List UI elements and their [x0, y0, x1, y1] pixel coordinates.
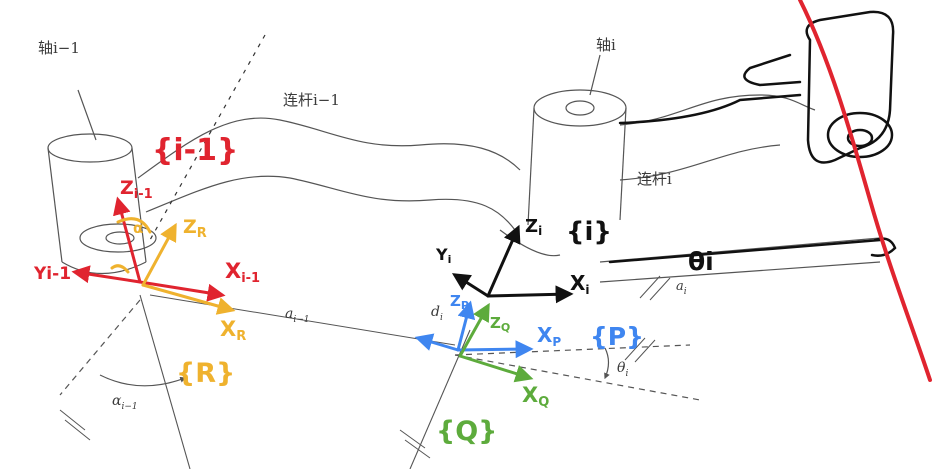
z-P-label: ZP	[450, 292, 469, 312]
y-i-label: Yi	[435, 245, 451, 266]
alpha-arc	[99, 374, 187, 387]
x-i-label: Xi	[570, 271, 590, 297]
axis-prev-label: 轴i−1	[38, 39, 80, 57]
red-axis-line	[798, 0, 932, 382]
link-curr-label: 连杆i	[637, 170, 672, 188]
hand-sketch-joint	[608, 10, 897, 264]
link-curr-body	[619, 94, 816, 126]
z-prev-label: Zi-1	[120, 177, 153, 202]
axis-curr-line	[589, 54, 601, 96]
frame-Q-axes	[458, 302, 534, 383]
frame-Q-label: {Q}	[436, 416, 497, 447]
printed-linkage	[47, 34, 881, 469]
frame-i-axes	[451, 224, 574, 304]
joint-cylinder-icon	[533, 89, 627, 127]
alpha-mark-label: α	[133, 219, 143, 237]
joint-cylinder-icon	[47, 133, 133, 163]
frame-P-axes	[414, 300, 534, 359]
frame-P-label: {P}	[590, 322, 644, 351]
a-curr-label: ai	[676, 279, 687, 297]
theta-label: θi	[617, 360, 628, 379]
x-P-label: XP	[537, 323, 561, 349]
d-label: di	[431, 304, 443, 323]
axis-curr-label: 轴i	[596, 36, 616, 54]
frame-R-label: {R}	[176, 358, 235, 389]
a-prev-label: ai−1	[285, 306, 310, 325]
frame-prev-label: {i-1}	[152, 133, 238, 168]
theta-arc	[604, 347, 610, 380]
alpha-label: αi−1	[112, 393, 138, 412]
x-Q-label: XQ	[522, 383, 549, 410]
frame-i-label: {i}	[566, 217, 612, 247]
link-prev-label: 连杆i−1	[283, 91, 340, 109]
z-i-label: Zi	[525, 216, 542, 238]
x-prev-label: Xi-1	[225, 259, 260, 286]
y-prev-label: Yi-1	[33, 264, 71, 284]
common-normal-line	[149, 294, 456, 346]
axis-prev-line-top	[77, 89, 97, 141]
axis-prev-line-bottom	[139, 294, 191, 469]
frame-R-axes	[110, 217, 236, 315]
link-prev-body	[137, 117, 521, 179]
x-R-label: XR	[220, 317, 246, 344]
z-R-label: ZR	[183, 216, 207, 241]
frame-prev-axes	[71, 196, 226, 302]
z-Q-label: ZQ	[490, 314, 510, 334]
theta-i-hand-label: θi	[688, 247, 714, 276]
